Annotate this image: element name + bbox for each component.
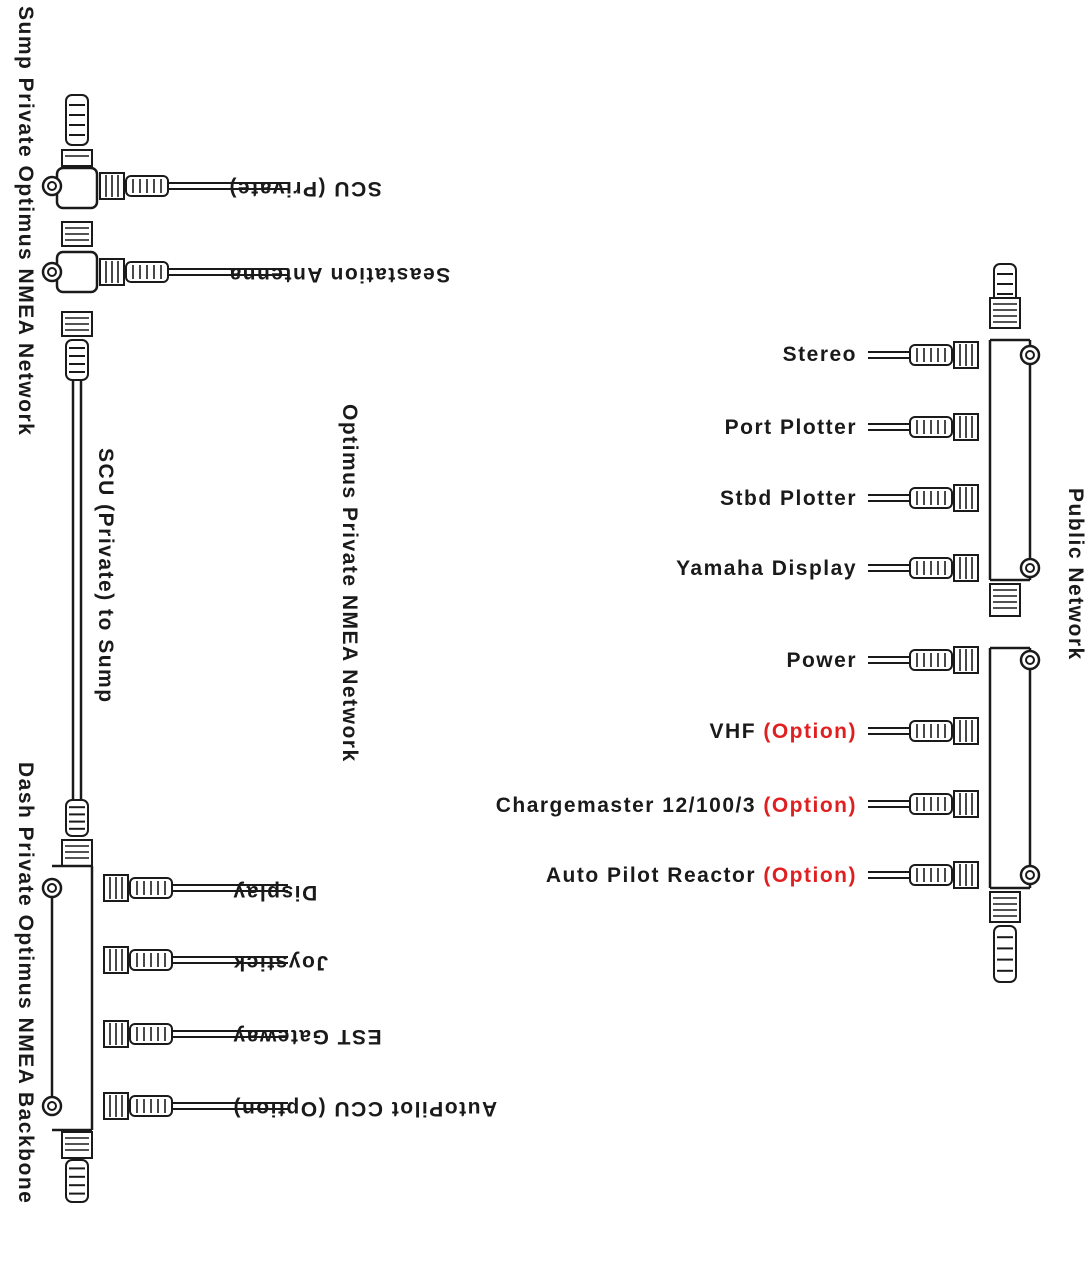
public-backbone	[868, 263, 1041, 983]
dash-backbone	[41, 839, 288, 1203]
device-label-autopilot-ccu: AutoPilot CCU (Option)	[232, 1097, 498, 1120]
device-label-power: Power	[786, 650, 857, 671]
device-name: Auto Pilot Reactor	[545, 864, 757, 887]
device-label-joystick: Joystick	[232, 951, 329, 974]
device-label-chargemaster: Chargemaster 12/100/3 (Option)	[496, 795, 857, 816]
device-name: Stbd Plotter	[720, 487, 857, 510]
device-label-stbd-plotter: Stbd Plotter	[720, 488, 857, 509]
device-label-display: Display	[232, 881, 318, 904]
tee-connector	[55, 250, 99, 294]
device-name: Yamaha Display	[676, 557, 857, 580]
device-label-stereo: Stereo	[783, 344, 857, 365]
center-network-title: Optimus Private NMEA Network	[338, 404, 361, 763]
tee-connector	[55, 166, 99, 210]
option-tag: (Option)	[763, 720, 857, 743]
device-label-est-gateway: EST Gateway	[232, 1025, 382, 1048]
device-name: VHF	[709, 720, 757, 743]
public-network-title: Public Network	[1064, 488, 1087, 661]
sump-tee-network	[41, 94, 288, 837]
device-label-yamaha-display: Yamaha Display	[676, 558, 857, 579]
option-tag: (Option)	[763, 864, 857, 887]
sump-network-title: Sump Private Optimus NMEA Network	[14, 6, 37, 437]
device-label-scu-private: SCU (Private)	[228, 177, 382, 200]
option-tag: (Option)	[763, 794, 857, 817]
device-name: Power	[786, 649, 857, 672]
device-name: Chargemaster 12/100/3	[495, 794, 757, 817]
device-name: Port Plotter	[724, 416, 857, 439]
device-name: Stereo	[782, 343, 857, 366]
device-label-vhf: VHF (Option)	[710, 721, 857, 742]
dash-backbone-title: Dash Private Optimus NMEA Backbone	[14, 762, 37, 1205]
device-label-seastation-antenna: Seastation Antenna	[228, 263, 451, 286]
device-label-port-plotter: Port Plotter	[725, 417, 857, 438]
sump-cable-label: SCU (Private) to Sump	[94, 448, 117, 704]
device-label-auto-pilot-reactor: Auto Pilot Reactor (Option)	[546, 865, 857, 886]
